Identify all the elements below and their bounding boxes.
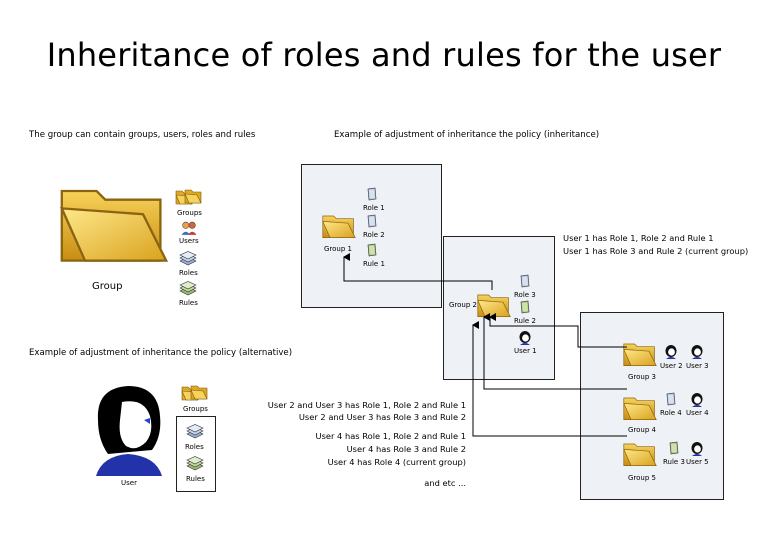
roles-item-label: Roles: [179, 269, 198, 277]
arrow-group2-to-group1: [343, 253, 493, 290]
role3-label: Role 3: [514, 291, 536, 299]
group5-label: Group 5: [628, 474, 656, 482]
user5-label: User 5: [686, 458, 709, 466]
user3-label: User 3: [686, 362, 709, 370]
alternative-caption: Example of adjustment of inheritance the…: [29, 348, 293, 358]
role2-label: Role 2: [363, 231, 385, 239]
users-item-label: Users: [179, 237, 199, 245]
alt-rules-label: Rules: [186, 475, 205, 483]
group-contents-caption: The group can contain groups, users, rol…: [29, 130, 256, 140]
arrow-group5-to-group2: [472, 321, 627, 437]
note-users-line3: User 4 has Role 1, Role 2 and Rule 1: [315, 431, 467, 441]
groups-item-label: Groups: [177, 209, 202, 217]
note-users-line2: User 2 and User 3 has Role 3 and Rule 2: [298, 412, 466, 422]
user2-label: User 2: [660, 362, 683, 370]
rule1-label: Rule 1: [363, 260, 385, 268]
note-user1-line2: User 1 has Role 3 and Rule 2 (current gr…: [563, 246, 749, 256]
arrow-group3-to-group2: [489, 313, 627, 348]
group-folder-label: Group: [92, 281, 123, 292]
rules-item-label: Rules: [179, 299, 198, 307]
alt-groups-label: Groups: [183, 405, 208, 413]
note-users-line5: User 4 has Role 4 (current group): [327, 457, 466, 467]
note-and-etc: and etc ...: [424, 478, 466, 488]
group1-label: Group 1: [324, 245, 352, 253]
alt-roles-label: Roles: [185, 443, 204, 451]
role1-label: Role 1: [363, 204, 385, 212]
user-label: User: [121, 479, 137, 487]
rule2-label: Rule 2: [514, 317, 536, 325]
note-users-line1: User 2 and User 3 has Role 1, Role 2 and…: [267, 400, 466, 410]
user1-label: User 1: [514, 347, 537, 355]
rule3-label: Rule 3: [663, 458, 685, 466]
arrow-group4-to-group2: [483, 313, 627, 390]
group3-label: Group 3: [628, 373, 656, 381]
note-users-line4: User 4 has Role 3 and Rule 2: [346, 444, 466, 454]
page-title: Inheritance of roles and rules for the u…: [46, 36, 722, 74]
user-portrait-icon: [96, 386, 162, 476]
inheritance-caption: Example of adjustment of inheritance the…: [334, 130, 600, 140]
note-user1-line1: User 1 has Role 1, Role 2 and Rule 1: [563, 233, 714, 243]
user4-label: User 4: [686, 409, 709, 417]
role4-label: Role 4: [660, 409, 682, 417]
group2-label: Group 2: [449, 301, 477, 309]
group4-label: Group 4: [628, 426, 656, 434]
